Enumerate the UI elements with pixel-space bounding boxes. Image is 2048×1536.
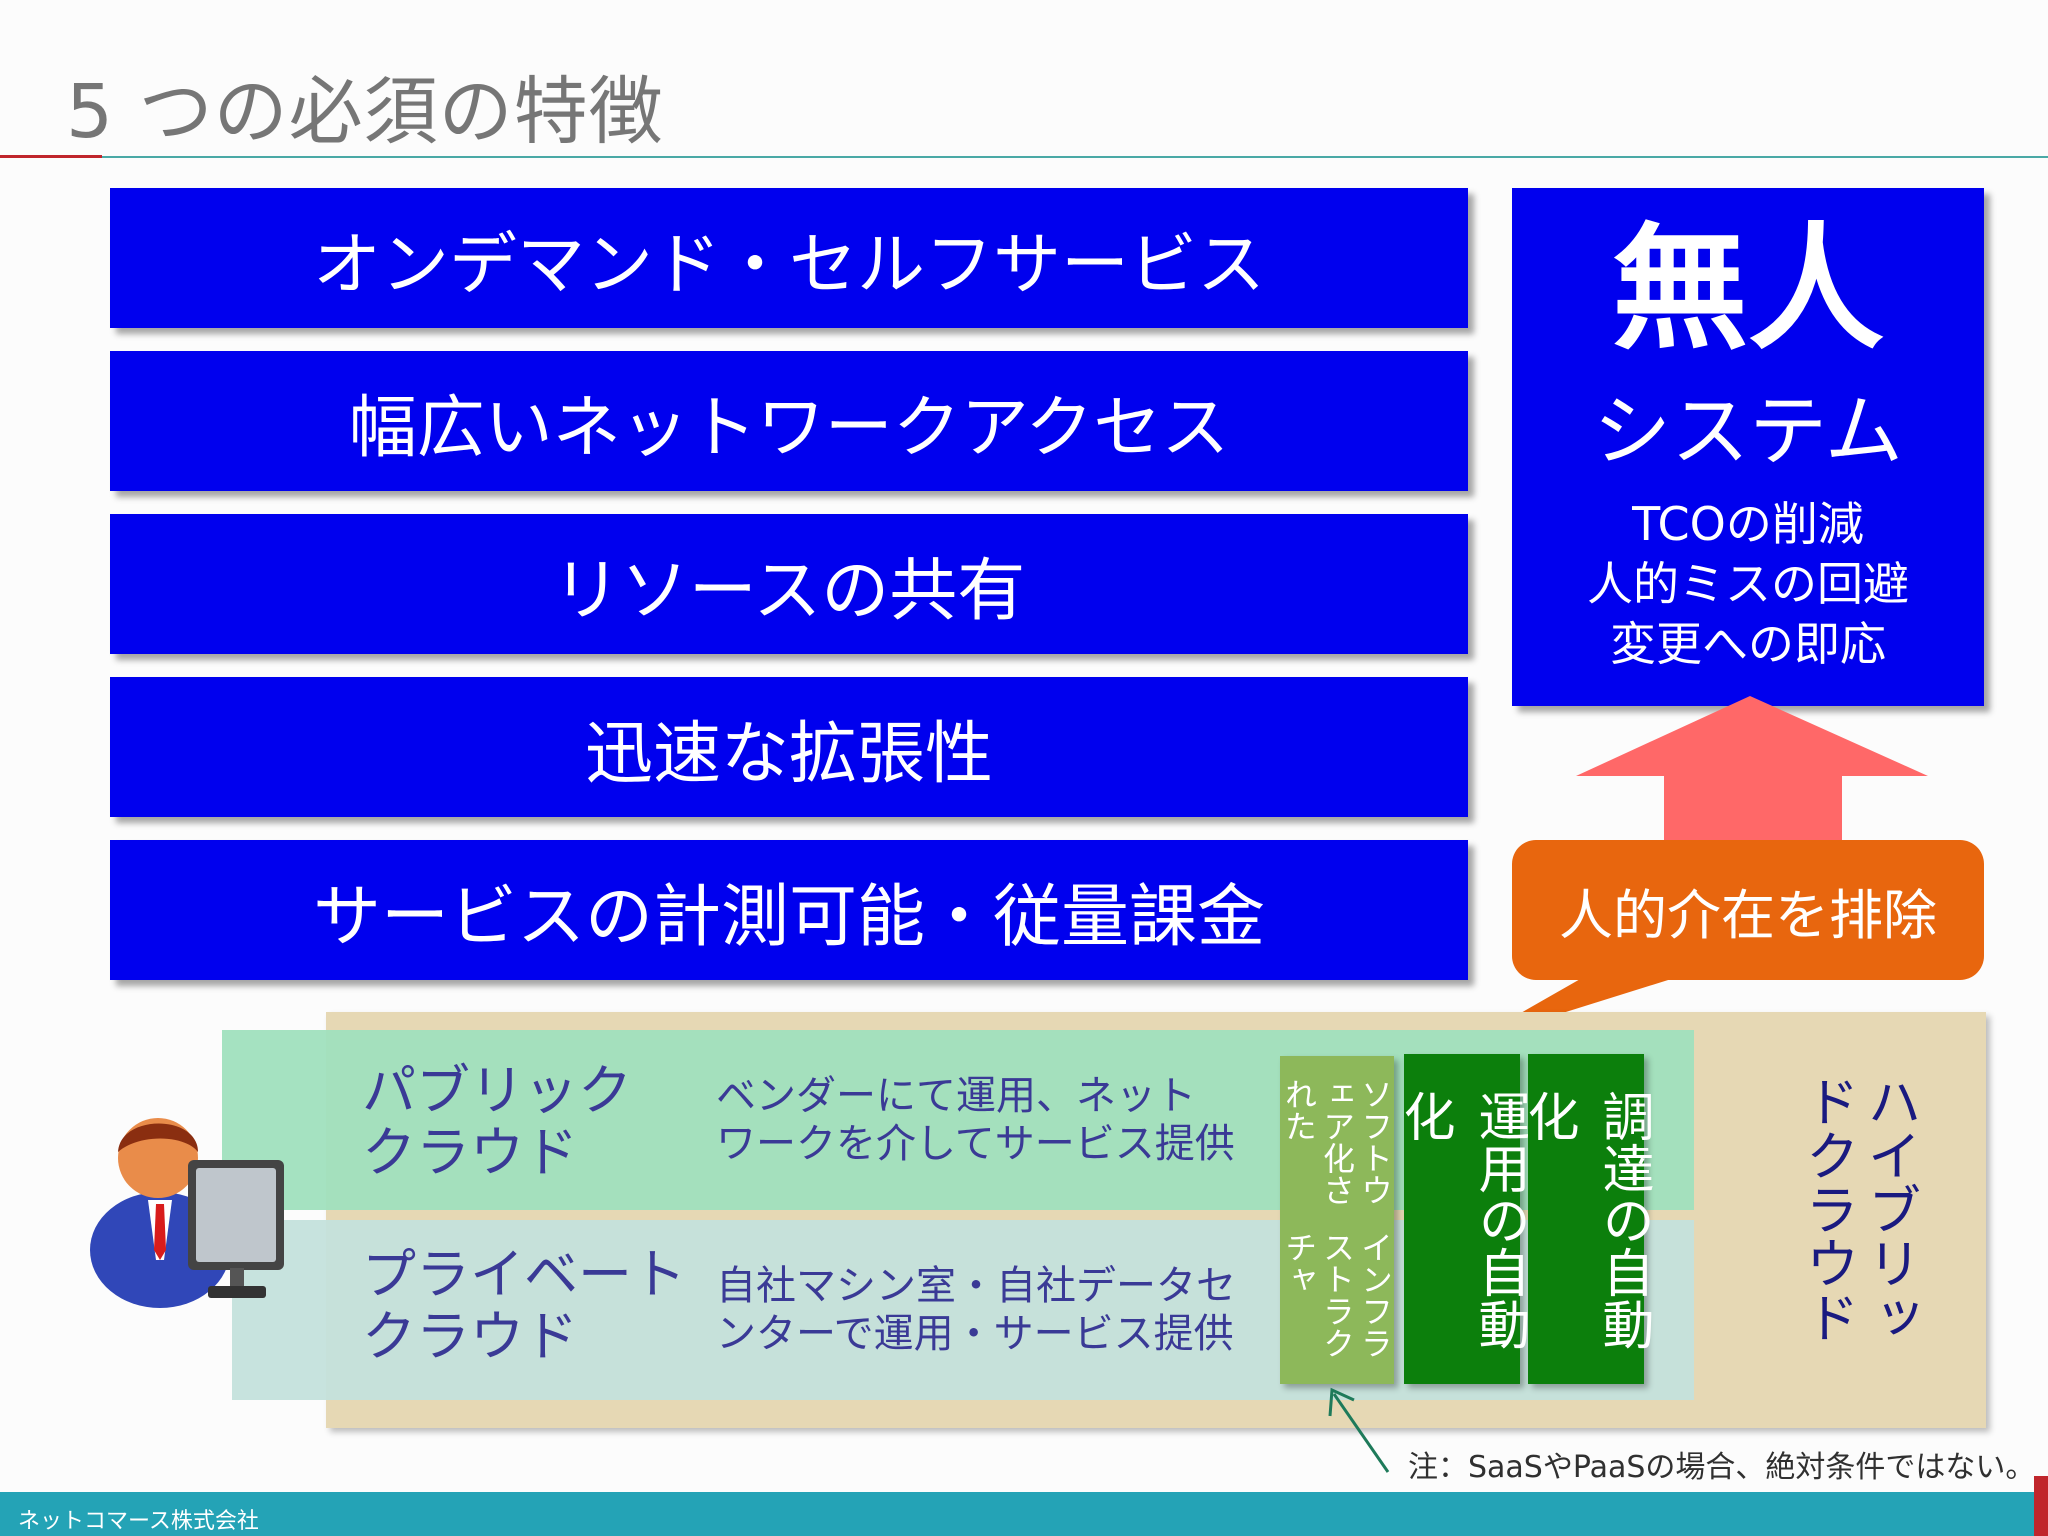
up-arrow <box>1576 696 1928 846</box>
feature-resource-pooling: リソースの共有 <box>110 514 1468 654</box>
footnote: 注：SaaSやPaaSの場合、絶対条件ではない。 <box>1408 1450 2036 1485</box>
benefit-change-response: 変更への即応 <box>1610 617 1886 671</box>
company-name: ネットコマース株式会社 <box>18 1509 259 1534</box>
title-rule-accent <box>0 155 102 158</box>
hybrid-cloud-label: ハイブリッドクラウド <box>1796 1074 1921 1344</box>
feature-on-demand-self-service: オンデマンド・セルフサービス <box>110 188 1468 328</box>
public-cloud-name-line2: クラウド <box>362 1121 578 1184</box>
unmanned-system-box: 無人 システム TCOの削減 人的ミスの回避 変更への即応 <box>1512 188 1984 706</box>
public-cloud-name-line1: パブリック <box>362 1059 632 1122</box>
private-cloud-desc-line1: 自社マシン室・自社データセ <box>716 1263 1236 1309</box>
note-pointer-arrow <box>1328 1387 1390 1473</box>
benefit-tco: TCOの削減 <box>1632 497 1864 551</box>
public-cloud-desc-line1: ベンダーにて運用、ネット <box>716 1073 1196 1119</box>
ops-automation-column: 運用の自動化 <box>1394 1054 1529 1384</box>
feature-measured-service: サービスの計測可能・従量課金 <box>110 840 1468 980</box>
private-cloud-name-line2: クラウド <box>362 1305 578 1368</box>
footer-bar <box>0 1492 2048 1536</box>
public-cloud-desc-line2: ワークを介してサービス提供 <box>716 1121 1235 1167</box>
footer-accent <box>2034 1476 2048 1536</box>
private-cloud-name-line1: プライベート <box>362 1243 686 1306</box>
feature-broad-network-access: 幅広いネットワークアクセス <box>110 351 1468 491</box>
procurement-automation-column: 調達の自動化 <box>1518 1054 1653 1384</box>
benefit-human-error: 人的ミスの回避 <box>1587 557 1909 611</box>
software-defined-line1: ソフトウェア化された <box>1280 1078 1394 1206</box>
user-computer-icon <box>90 1118 284 1308</box>
callout-box <box>1512 840 1984 980</box>
software-defined-infrastructure-column: ソフトウェア化された インフラストラクチャ <box>1280 1056 1394 1384</box>
callout-eliminate-human-intervention: 人的介在を排除 <box>1559 883 1937 947</box>
title-rule <box>102 156 2048 158</box>
system-heading: システム <box>1593 387 1903 477</box>
private-cloud-desc-line2: ンターで運用・サービス提供 <box>716 1311 1234 1357</box>
unmanned-heading: 無人 <box>1612 211 1884 369</box>
slide-title: 5 つの必須の特徴 <box>66 69 664 155</box>
feature-rapid-elasticity: 迅速な拡張性 <box>110 677 1468 817</box>
software-defined-line2: インフラストラクチャ <box>1280 1231 1394 1359</box>
